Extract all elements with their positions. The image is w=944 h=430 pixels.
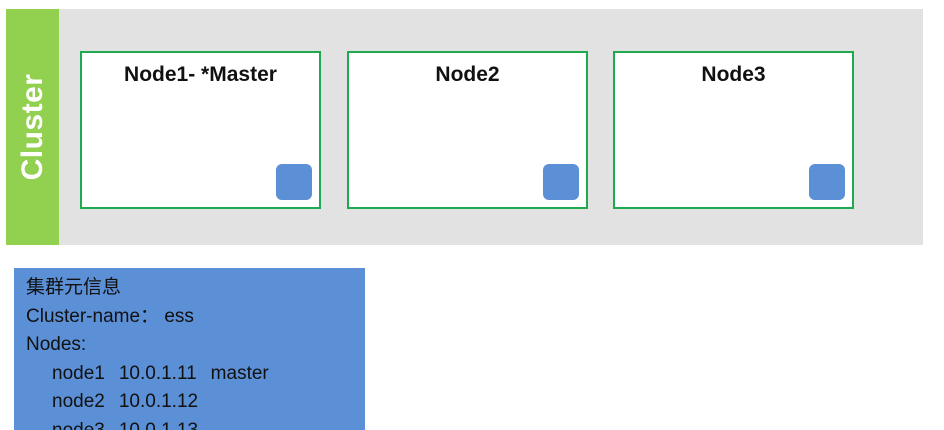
cluster-metadata-box: 集群元信息 Cluster-name： ess Nodes: node1 10.0…: [14, 268, 365, 430]
metadata-node-row: node1 10.0.1.11 master: [26, 360, 365, 389]
node-3-shard: [809, 164, 845, 200]
cluster-label-bar: Cluster: [6, 9, 59, 245]
metadata-nodes-label: Nodes:: [26, 334, 87, 355]
metadata-cluster-name: Cluster-name： ess: [26, 305, 194, 327]
node-3-box: Node3: [613, 51, 854, 209]
node-1-box: Node1- *Master: [80, 51, 321, 209]
cluster-label: Cluster: [15, 73, 49, 181]
node-2-box: Node2: [347, 51, 588, 209]
metadata-node-ip: 10.0.1.12: [118, 391, 199, 412]
metadata-node-name: node3: [52, 419, 105, 430]
metadata-node-role: master: [210, 362, 269, 384]
node-2-title: Node2: [435, 63, 500, 86]
node-1-title: Node1- *Master: [124, 63, 277, 86]
metadata-node-row: node2 10.0.1.12: [26, 388, 365, 417]
metadata-node-ip: 10.0.1.11: [118, 362, 197, 384]
metadata-heading: 集群元信息: [26, 277, 122, 298]
node-2-shard: [543, 164, 579, 200]
metadata-node-row: node3 10.0.1.13: [26, 417, 365, 430]
metadata-node-name: node1: [52, 362, 105, 384]
node-1-shard: [276, 164, 312, 200]
metadata-node-ip: 10.0.1.13: [118, 419, 199, 430]
metadata-node-name: node2: [52, 391, 105, 412]
node-3-title: Node3: [701, 63, 766, 86]
